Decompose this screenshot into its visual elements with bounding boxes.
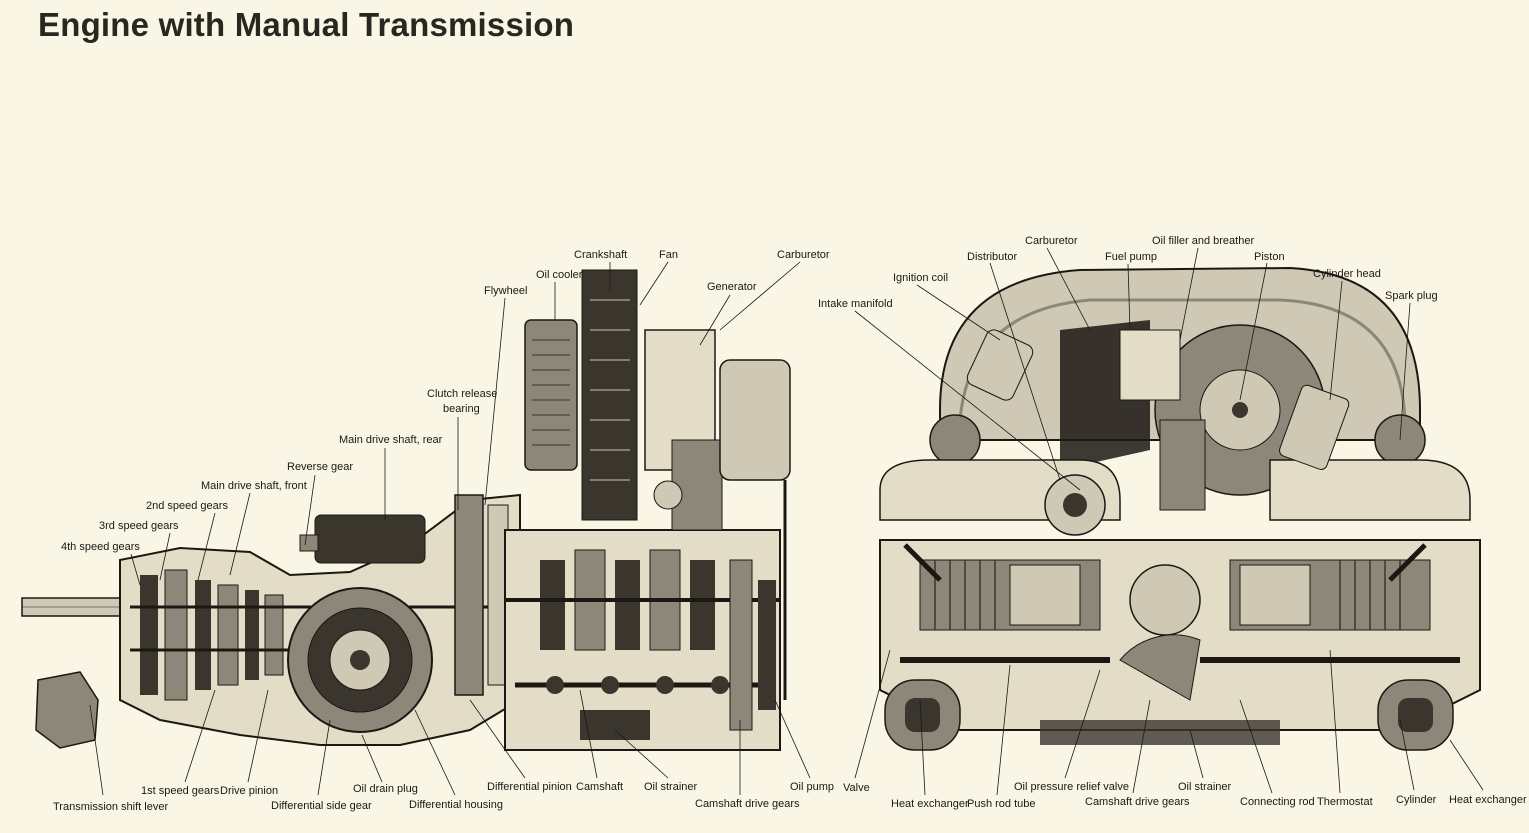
leader-lines <box>89 247 1484 796</box>
oil-strainer <box>1040 720 1280 745</box>
label-carburetor-right: Carburetor <box>1025 235 1078 247</box>
flywheel <box>454 494 484 696</box>
label-oil-strainer-right: Oil strainer <box>1178 781 1232 793</box>
label-ignition-coil: Ignition coil <box>893 272 948 284</box>
oil-filler <box>1279 384 1350 470</box>
label-3rd-speed-gears: 3rd speed gears <box>99 520 179 532</box>
label-fan: Fan <box>659 249 678 261</box>
transmission-labels: Crankshaft Fan Carburetor Oil cooler Gen… <box>53 249 834 813</box>
label-transmission-shift-lever: Transmission shift lever <box>53 801 168 813</box>
crankshaft <box>1129 564 1201 636</box>
label-fuel-pump: Fuel pump <box>1105 251 1157 263</box>
shift-lever-housing <box>35 671 99 749</box>
label-thermostat: Thermostat <box>1317 796 1373 808</box>
label-clutch-release-2: bearing <box>443 403 480 415</box>
label-main-drive-shaft-rear: Main drive shaft, rear <box>339 434 443 446</box>
page-title: Engine with Manual Transmission <box>38 6 575 43</box>
label-cylinder-head: Cylinder head <box>1313 268 1381 280</box>
camshaft <box>515 676 760 694</box>
label-camshaft-drive-gears-right: Camshaft drive gears <box>1085 796 1190 808</box>
label-differential-housing: Differential housing <box>409 799 503 811</box>
label-2nd-speed-gears: 2nd speed gears <box>146 500 228 512</box>
label-oil-filler-and-breather: Oil filler and breather <box>1152 235 1254 247</box>
label-generator: Generator <box>707 281 757 293</box>
spark-plug-left <box>903 543 942 582</box>
label-piston: Piston <box>1254 251 1285 263</box>
label-drive-pinion: Drive pinion <box>220 785 278 797</box>
label-reverse-gear: Reverse gear <box>287 461 353 473</box>
generator <box>719 359 791 481</box>
oil-strainer <box>580 710 650 740</box>
label-flywheel: Flywheel <box>484 285 527 297</box>
differential <box>287 587 433 733</box>
intake-manifold <box>671 439 723 531</box>
intake-manifold <box>1159 419 1206 511</box>
label-oil-pump: Oil pump <box>790 781 834 793</box>
piston-right <box>1239 564 1311 626</box>
label-camshaft-drive-gears-left: Camshaft drive gears <box>695 798 800 810</box>
piston-left <box>1009 564 1081 626</box>
spark-plug-right <box>1388 543 1427 582</box>
label-valve: Valve <box>843 782 870 794</box>
camshaft-drive-gear <box>729 559 753 731</box>
fan <box>581 269 638 521</box>
transmission-engine-side-view <box>21 269 791 751</box>
label-push-rod-tube: Push rod tube <box>967 798 1036 810</box>
label-spark-plug: Spark plug <box>1385 290 1438 302</box>
label-distributor: Distributor <box>967 251 1017 263</box>
label-1st-speed-gears: 1st speed gears <box>141 785 220 797</box>
ignition-coil <box>966 329 1034 401</box>
engine-front-view <box>879 266 1481 751</box>
label-oil-pressure-relief-valve: Oil pressure relief valve <box>1014 781 1129 793</box>
label-differential-pinion: Differential pinion <box>487 781 572 793</box>
label-clutch-release-1: Clutch release <box>427 388 497 400</box>
label-crankshaft: Crankshaft <box>574 249 627 261</box>
label-differential-side-gear: Differential side gear <box>271 800 372 812</box>
label-4th-speed-gears: 4th speed gears <box>61 541 140 553</box>
label-heat-exchanger-right: Heat exchanger <box>1449 794 1527 806</box>
label-camshaft: Camshaft <box>576 781 623 793</box>
label-cylinder: Cylinder <box>1396 794 1437 806</box>
label-oil-strainer-left: Oil strainer <box>644 781 698 793</box>
label-oil-cooler: Oil cooler <box>536 269 583 281</box>
engine-labels: Carburetor Oil filler and breather Distr… <box>818 235 1527 810</box>
label-oil-drain-plug: Oil drain plug <box>353 783 418 795</box>
oil-cooler <box>524 319 578 471</box>
label-connecting-rod: Connecting rod <box>1240 796 1315 808</box>
starter-motor <box>314 514 426 564</box>
label-heat-exchanger-left: Heat exchanger <box>891 798 969 810</box>
label-intake-manifold: Intake manifold <box>818 298 893 310</box>
label-carburetor: Carburetor <box>777 249 830 261</box>
label-main-drive-shaft-front: Main drive shaft, front <box>201 480 307 492</box>
carburetor <box>1119 329 1181 401</box>
camshaft-gear <box>1119 634 1201 701</box>
